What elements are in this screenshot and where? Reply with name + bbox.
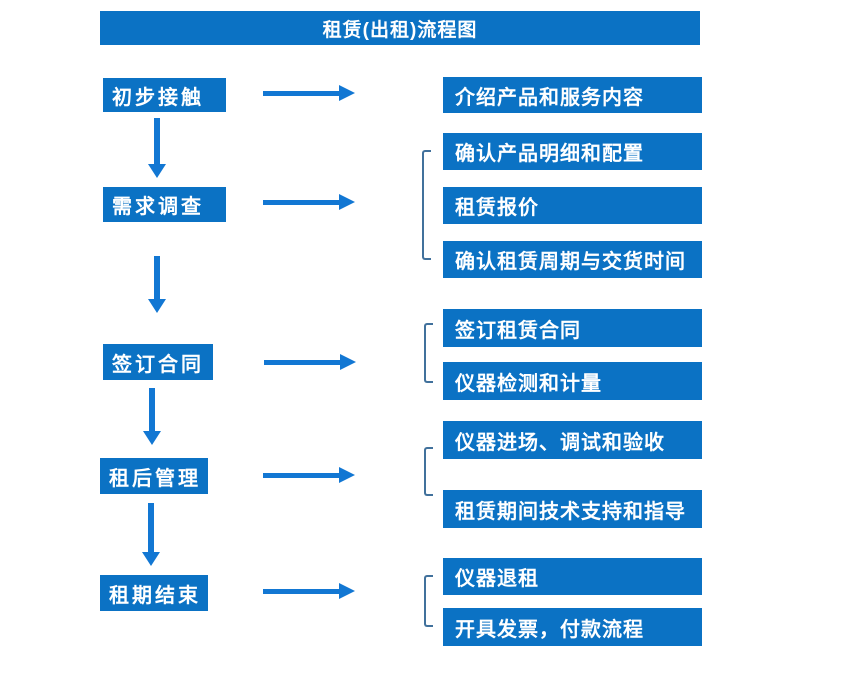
step-box-demand-survey: 需求调查 <box>103 187 226 222</box>
arrow-down-icon <box>148 118 166 178</box>
output-box-rental-quote: 租赁报价 <box>443 187 702 224</box>
arrow-down-icon <box>142 503 160 566</box>
bracket-icon <box>424 575 433 627</box>
output-box-instrument-testing: 仪器检测和计量 <box>443 362 702 400</box>
flowchart-title: 租赁(出租)流程图 <box>100 11 700 45</box>
output-box-technical-support: 租赁期间技术支持和指导 <box>443 490 702 528</box>
arrow-down-icon <box>148 256 166 313</box>
arrow-right-icon <box>264 354 356 370</box>
output-box-sign-rental-contract: 签订租赁合同 <box>443 309 702 347</box>
arrow-down-icon <box>143 388 161 445</box>
output-box-instrument-setup: 仪器进场、调试和验收 <box>443 421 702 459</box>
bracket-icon <box>422 150 431 260</box>
bracket-icon <box>424 447 433 496</box>
arrow-right-icon <box>263 583 355 599</box>
output-box-introduce-products: 介绍产品和服务内容 <box>443 77 702 113</box>
output-box-confirm-product-details: 确认产品明细和配置 <box>443 133 702 170</box>
bracket-icon <box>424 323 433 383</box>
output-box-instrument-return: 仪器退租 <box>443 558 702 595</box>
arrow-right-icon <box>263 467 355 483</box>
step-box-post-rental-management: 租后管理 <box>100 458 208 494</box>
arrow-right-icon <box>263 194 355 210</box>
step-box-initial-contact: 初步接触 <box>103 78 226 112</box>
output-box-confirm-rental-period: 确认租赁周期与交货时间 <box>443 241 702 278</box>
step-box-sign-contract: 签订合同 <box>103 344 213 380</box>
output-box-invoice-payment: 开具发票，付款流程 <box>443 608 702 646</box>
arrow-right-icon <box>263 85 355 101</box>
step-box-rental-end: 租期结束 <box>100 575 208 611</box>
